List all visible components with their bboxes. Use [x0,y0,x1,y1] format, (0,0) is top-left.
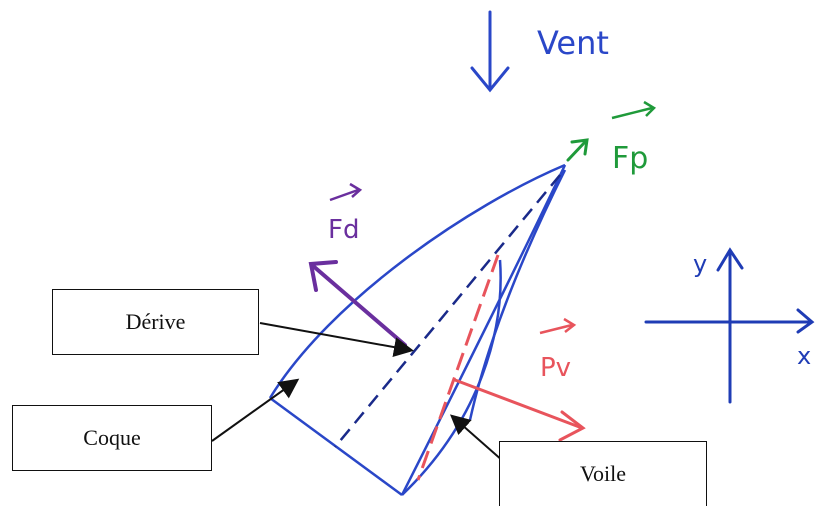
fp-force-arrow [566,138,589,162]
pv-label: Pv [540,353,571,383]
hull [268,163,567,497]
axis-x-label: x [797,342,811,370]
fd-vector-bar [329,188,359,202]
pv-vector-bar [539,323,573,335]
derive-label-box: Dérive [52,289,259,355]
xy-axes [644,247,815,404]
axis-y-label: y [693,250,707,278]
fp-vector-bar-head [643,100,657,117]
fd-vector-bar-head [349,182,363,198]
pv-force-arrow [453,378,586,442]
fd-label: Fd [328,215,359,245]
fp-vector-bar [611,106,653,120]
hull-centerline [334,174,561,448]
derive-pointer [259,322,414,358]
wind-label: Vent [537,24,609,62]
coque-pointer [211,378,300,442]
wind-arrow [470,10,510,93]
fp-label: Fp [612,141,648,176]
voile-label-box: Voile [499,441,707,506]
pv-vector-bar-head [563,317,577,333]
sail-line [416,254,500,481]
coque-label-box: Coque [12,405,212,471]
fd-force-arrow [308,260,407,347]
